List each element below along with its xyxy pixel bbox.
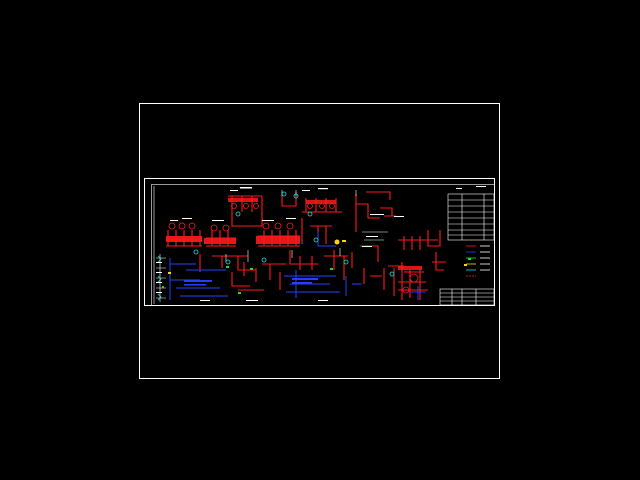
highlight-marks [168, 239, 467, 274]
utility-text-blocks [184, 278, 318, 286]
instrument-symbols [157, 191, 395, 301]
vessels [168, 203, 419, 294]
title-block [439, 288, 495, 306]
green-marks [162, 258, 471, 294]
equipment-clusters [166, 198, 422, 270]
utility-piping [169, 232, 426, 300]
equipment-tag-marks [156, 186, 486, 301]
legend-table [447, 193, 495, 241]
outer-viewport-frame [139, 103, 500, 379]
legend-table-frame [447, 193, 495, 241]
sheet-border-inner [151, 184, 495, 306]
drawing-frames [139, 103, 500, 379]
legend-symbols [466, 245, 490, 277]
